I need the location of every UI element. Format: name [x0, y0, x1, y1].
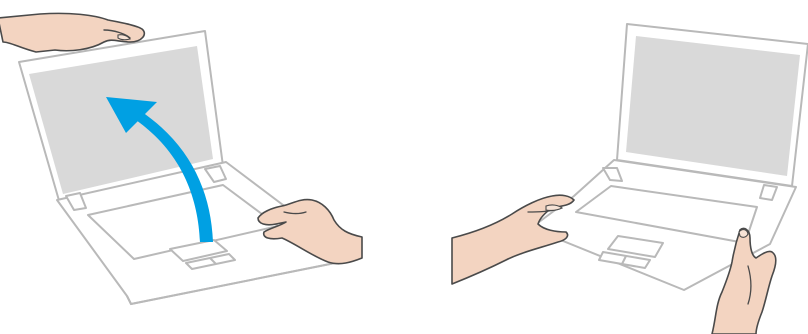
left-panel [0, 13, 362, 304]
right-left-hand-icon [452, 195, 574, 284]
right-laptop-lid [617, 24, 808, 186]
right-right-hand-nail [739, 230, 748, 238]
right-panel [452, 24, 808, 334]
right-screen [626, 36, 800, 176]
